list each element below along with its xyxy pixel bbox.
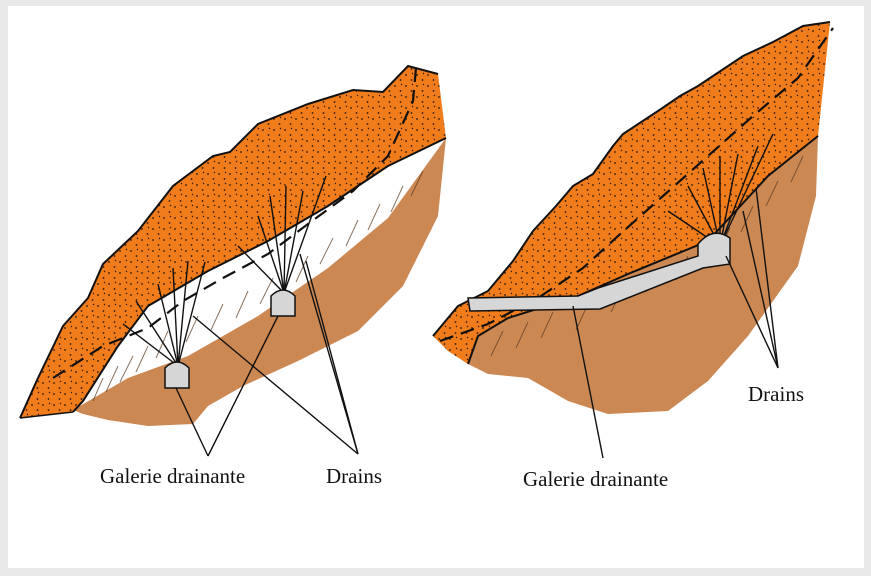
right-gallery-label: Galerie drainante — [523, 467, 668, 491]
right-drains-label: Drains — [748, 382, 804, 406]
left-drains-label: Drains — [326, 464, 382, 488]
right-slope-diagram: Galerie drainante Drains — [433, 22, 833, 491]
left-gallery-1 — [165, 362, 189, 388]
drainage-diagram: Galerie drainante Drains — [8, 6, 864, 568]
diagram-canvas: Galerie drainante Drains — [8, 6, 864, 568]
left-gallery-label: Galerie drainante — [100, 464, 245, 488]
left-gallery-2 — [271, 290, 295, 316]
left-slope-diagram: Galerie drainante Drains — [20, 66, 446, 488]
